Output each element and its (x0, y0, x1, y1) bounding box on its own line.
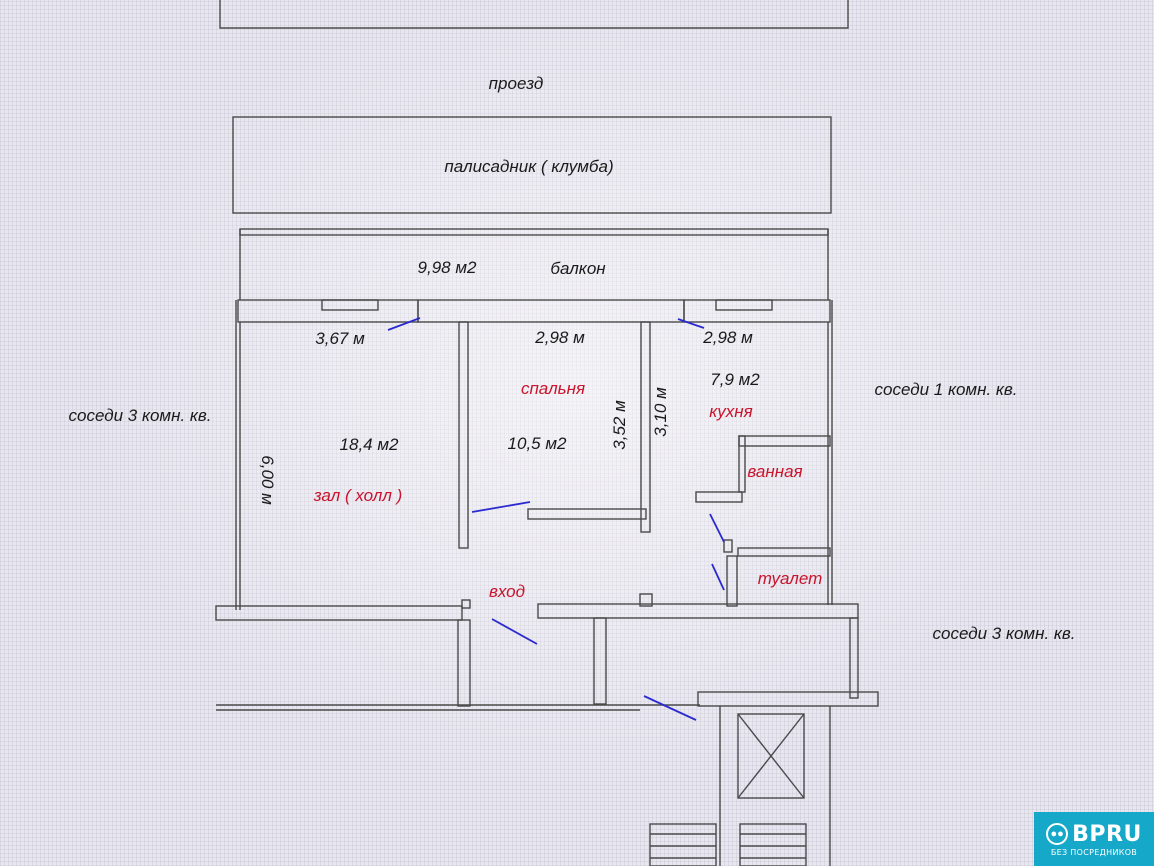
hall-label: зал ( холл ) (313, 486, 403, 505)
hall-depth-dimension: 6,00 м (258, 455, 277, 505)
bedroom-depth-dimension: 3,52 м (610, 400, 629, 450)
kitchen-label: кухня (709, 402, 753, 421)
bottom-wall-right (537, 603, 859, 619)
bathroom-label: ванная (747, 462, 803, 481)
balcony-rail (239, 228, 829, 236)
top-building-edge (219, 0, 849, 29)
brand-tagline: БЕЗ ПОСРЕДНИКОВ (1050, 847, 1138, 857)
bottom-wall-left (215, 605, 463, 621)
exterior-wall-top-left (237, 299, 419, 323)
window-right (715, 299, 773, 311)
toilet-label: туалет (757, 569, 823, 588)
neighbor-bottom-right-label: соседи 3 комн. кв. (932, 624, 1076, 643)
watermark-badge: ●● BPRU БЕЗ ПОСРЕДНИКОВ (1034, 812, 1154, 866)
stairwell-block (697, 691, 879, 707)
hall-area: 18,4 м2 (339, 435, 399, 454)
kitchen-width-dimension: 2,98 м (703, 328, 753, 347)
brand-logo-icon: ●● (1046, 823, 1069, 845)
toilet-wall-left (726, 555, 738, 607)
bedroom-label: спальня (520, 379, 586, 398)
exterior-wall-top-mid (417, 299, 685, 323)
door-swing-entrance (491, 618, 538, 645)
kitchen-depth-dimension: 3,10 м (651, 387, 670, 437)
exterior-wall-top-right (683, 299, 831, 323)
door-swing-bathroom (709, 513, 725, 543)
bedroom-width-dimension: 2,98 м (535, 328, 585, 347)
front-garden-label: палисадник ( клумба) (444, 157, 614, 176)
door-swing-toilet (711, 563, 725, 591)
bedroom-kitchen-wall (640, 321, 651, 533)
front-garden-box (232, 116, 832, 214)
road-label: проезд (488, 74, 544, 93)
door-swing-corridor (643, 695, 697, 721)
bathroom-wall-top (738, 435, 831, 447)
bedroom-area: 10,5 м2 (507, 434, 567, 453)
neighbor-left-label: соседи 3 комн. кв. (68, 406, 212, 425)
bedroom-bottom-wall (527, 508, 647, 520)
entrance-label: вход (488, 582, 526, 601)
neighbor-right-label: соседи 1 комн. кв. (874, 380, 1018, 399)
brand-name: BPRU (1072, 821, 1142, 847)
door-swing-hall (387, 317, 421, 331)
stairs-right (739, 823, 807, 866)
door-swing-kitchen-balcony (677, 318, 705, 329)
balcony-area: 9,98 м2 (417, 258, 477, 277)
toilet-wall-top (737, 547, 831, 557)
hall-bedroom-wall (458, 321, 469, 549)
hall-width-dimension: 3,67 м (315, 329, 365, 348)
elevator-shaft (737, 713, 805, 799)
stairs-left (649, 823, 717, 866)
kitchen-area: 7,9 м2 (710, 370, 760, 389)
balcony-label: балкон (550, 259, 606, 278)
window-left (321, 299, 379, 311)
door-swing-bedroom (471, 501, 531, 513)
bathroom-wall-left (738, 435, 746, 493)
